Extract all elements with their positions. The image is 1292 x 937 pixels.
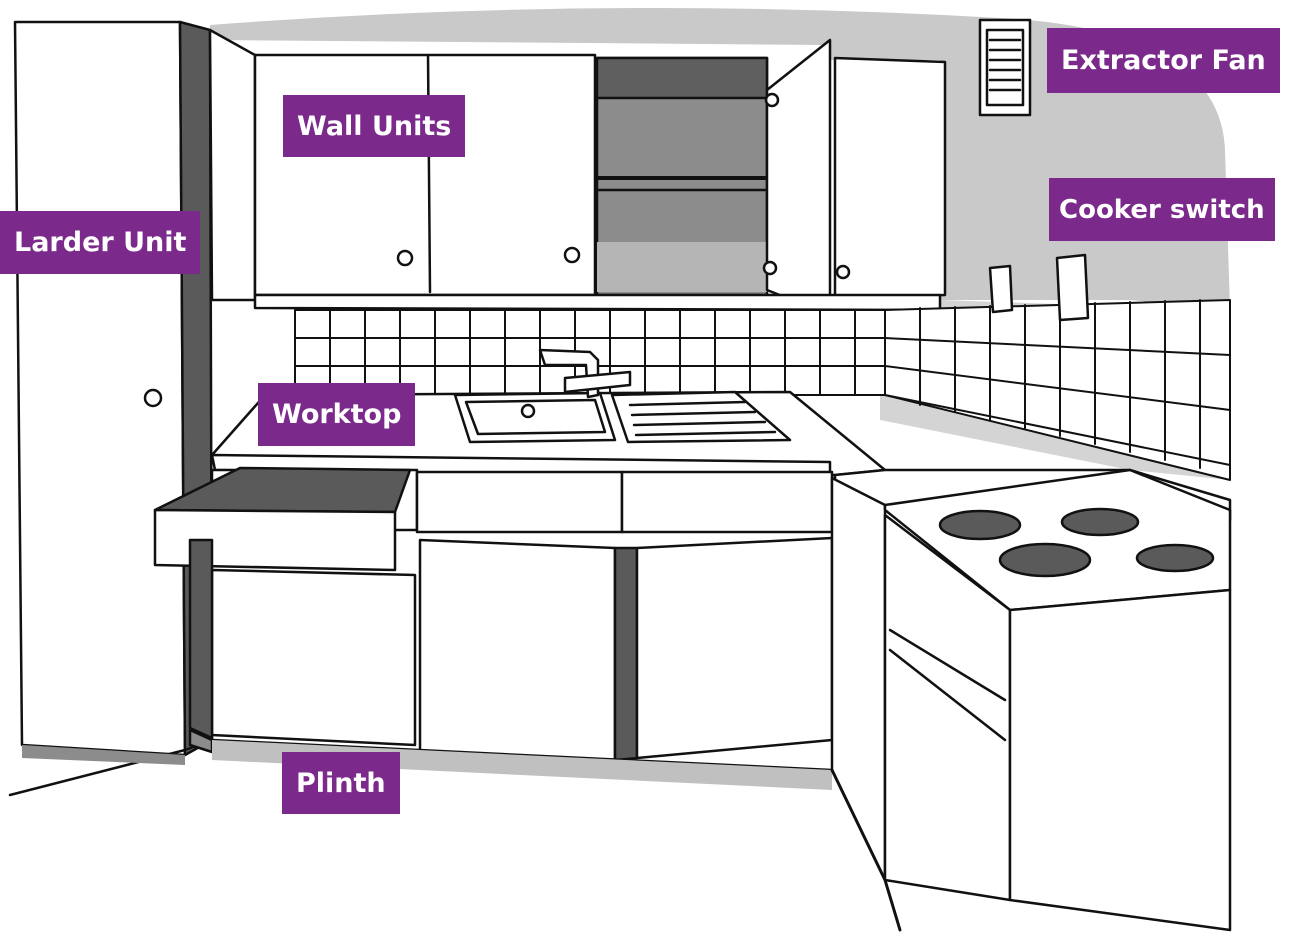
larder-unit-label: Larder Unit (0, 211, 200, 274)
wall-units (210, 30, 945, 315)
wall-units-label: Wall Units (283, 95, 465, 157)
extractor-fan-label: Extractor Fan (1047, 28, 1280, 93)
cooker-switch-label: Cooker switch (1049, 178, 1275, 241)
cooker (885, 470, 1230, 930)
base-units (155, 468, 885, 880)
extractor-fan-drawing (980, 20, 1030, 115)
larder-unit (15, 22, 212, 755)
floor-line (10, 730, 900, 930)
worktop-label: Worktop (258, 383, 415, 446)
plinth-label: Plinth (282, 752, 400, 814)
